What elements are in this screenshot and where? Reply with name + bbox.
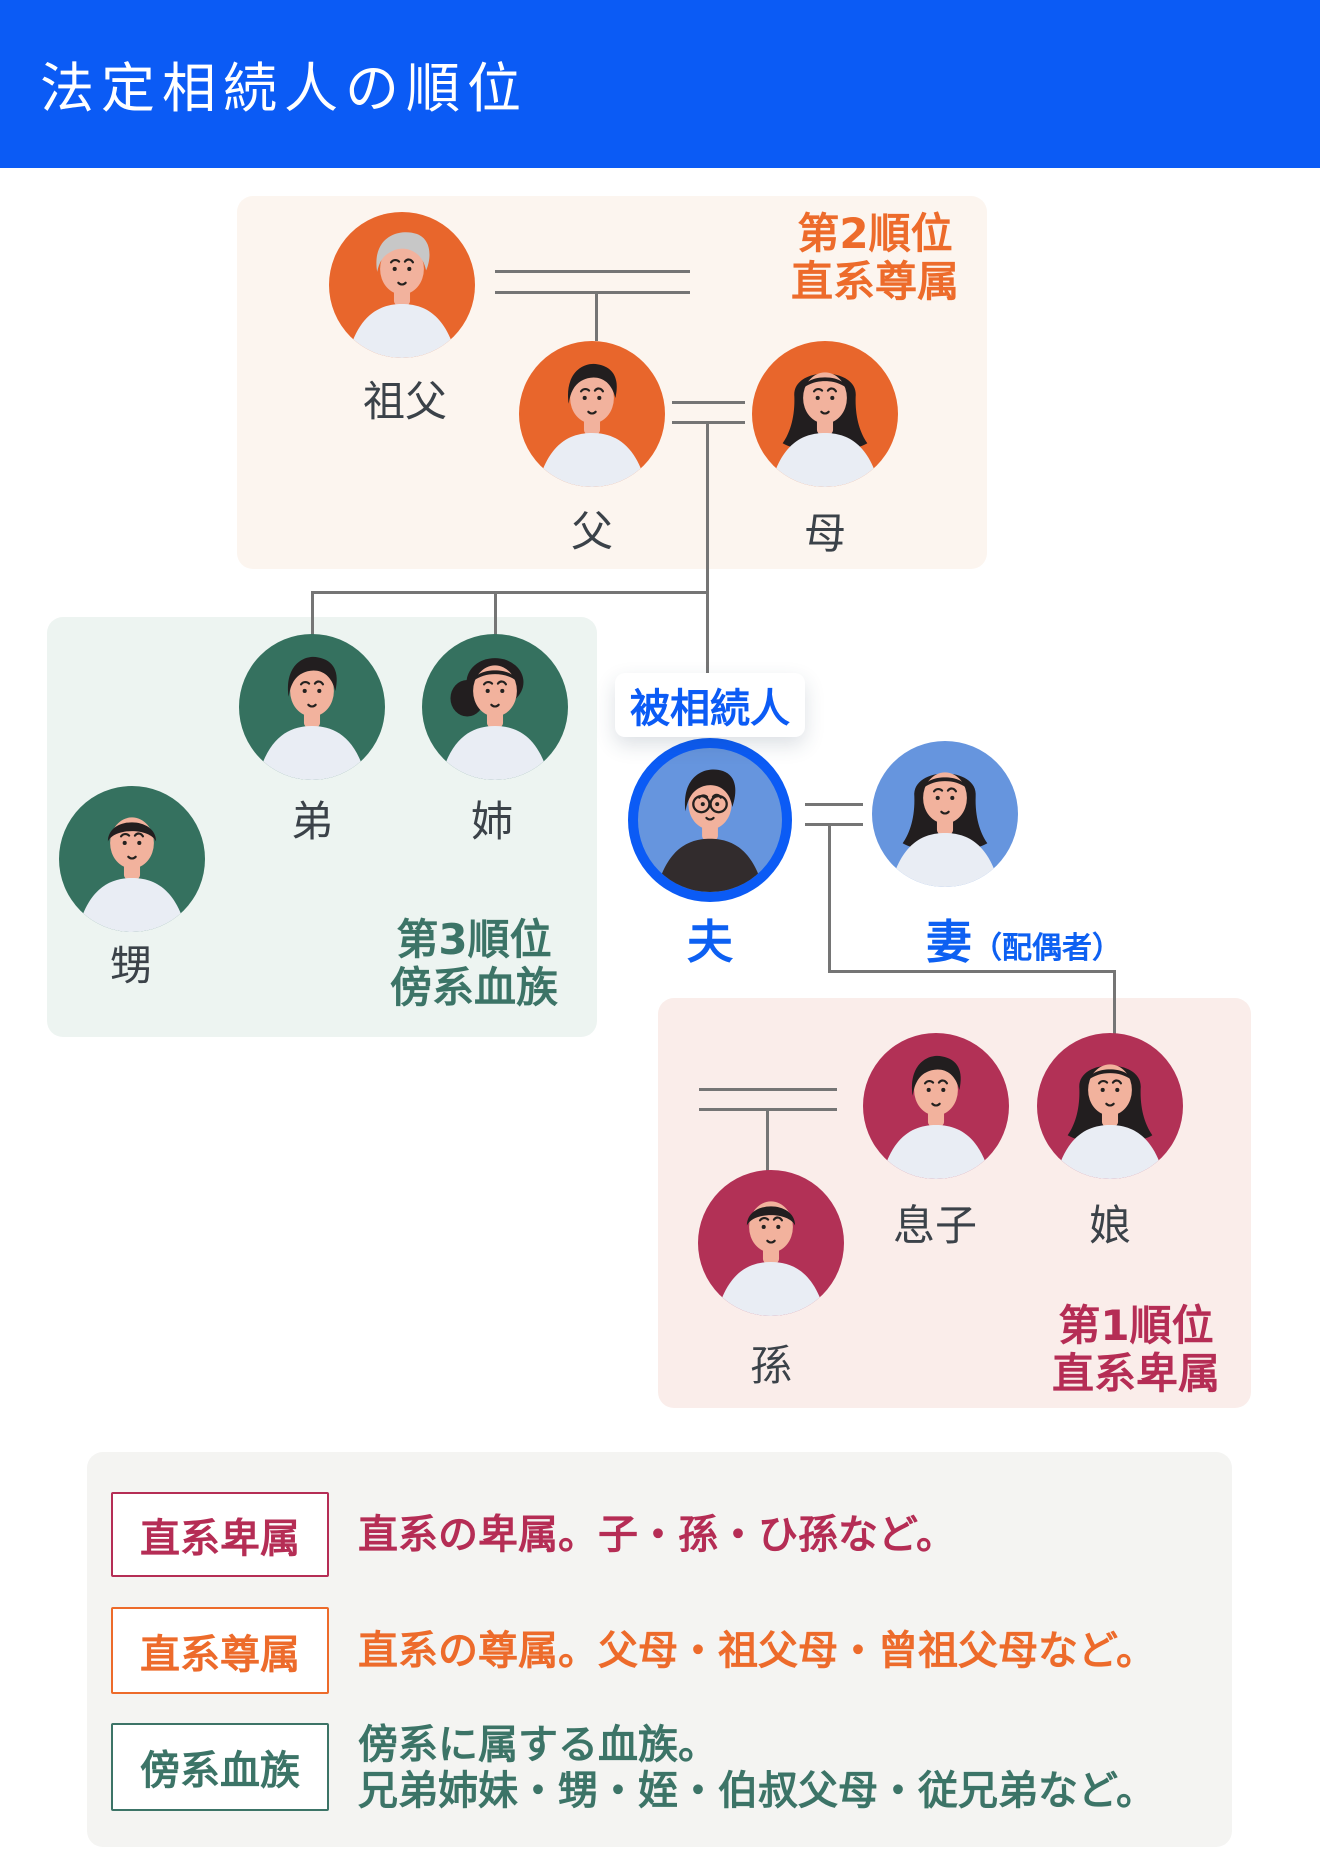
brother-label: 弟 — [290, 797, 333, 846]
husband-wife-marriage-line-top — [805, 803, 863, 806]
rank-2-caption: 第2順位 直系尊属 — [785, 210, 965, 306]
branch-to-sister-line — [494, 591, 497, 635]
nephew-avatar — [59, 786, 205, 932]
husband-wife-marriage-line-bottom — [805, 823, 863, 826]
header-bar: 法定相続人の順位 — [0, 0, 1320, 168]
couple-to-children-line — [828, 970, 1116, 973]
nephew-label: 甥 — [109, 941, 152, 990]
grandfather-avatar — [329, 212, 475, 358]
mother-label: 母 — [803, 509, 846, 558]
son-marriage-line-top — [699, 1088, 837, 1091]
grandchild-label: 孫 — [749, 1341, 792, 1390]
grandfather-label: 祖父 — [362, 377, 447, 426]
husband-avatar-highlighted — [628, 738, 792, 902]
page-title: 法定相続人の順位 — [40, 57, 528, 120]
legend-term-collateral: 傍系血族 — [111, 1723, 329, 1811]
rank-3-line1: 第3順位 — [396, 915, 552, 964]
husband-label: 夫 — [687, 915, 733, 969]
wife-label-main: 妻 — [926, 915, 972, 969]
legend-desc-collateral-line2: 兄弟姉妹・甥・姪・伯叔父母・従兄弟など。 — [358, 1768, 1156, 1814]
mother-avatar — [752, 341, 898, 487]
legend-desc-collateral-line1: 傍系に属する血族。 — [358, 1722, 718, 1768]
siblings-branch-line — [311, 591, 709, 594]
decedent-tag: 被相続人 — [615, 673, 805, 737]
daughter-label: 娘 — [1088, 1201, 1131, 1250]
grandfather-to-father-line — [595, 291, 598, 341]
father-mother-marriage-line-top — [672, 401, 745, 404]
legend-desc-collateral: 傍系に属する血族。 兄弟姉妹・甥・姪・伯叔父母・従兄弟など。 — [358, 1722, 1156, 1814]
father-label: 父 — [570, 507, 613, 556]
children-drop-line — [1113, 970, 1116, 1035]
wife-avatar — [872, 741, 1018, 887]
rank-1-line2: 直系卑属 — [1051, 1348, 1220, 1398]
legend-term-ascendants: 直系尊属 — [111, 1607, 329, 1694]
grandchild-avatar — [698, 1170, 844, 1316]
rank-3-line2: 傍系血族 — [389, 962, 558, 1012]
daughter-avatar — [1037, 1033, 1183, 1179]
rank-1-line1: 第1順位 — [1058, 1301, 1214, 1350]
rank-2-line1: 第2順位 — [797, 209, 953, 258]
couple-down-line — [828, 823, 831, 973]
rank-2-line2: 直系尊属 — [790, 256, 959, 306]
grandfather-marriage-line-top — [495, 270, 690, 273]
branch-to-brother-line — [311, 591, 314, 635]
legend-desc-ascendants: 直系の尊属。父母・祖父母・曾祖父母など。 — [358, 1628, 1156, 1674]
wife-label-suffix: （配偶者） — [972, 931, 1122, 966]
parents-to-decedent-line — [706, 421, 709, 673]
wife-label: 妻（配偶者） — [854, 906, 1194, 972]
sister-avatar — [422, 634, 568, 780]
legend-desc-descendants: 直系の卑属。子・孫・ひ孫など。 — [358, 1512, 956, 1558]
rank-3-caption: 第3順位 傍系血族 — [384, 916, 564, 1012]
legend-term-descendants: 直系卑属 — [111, 1492, 329, 1577]
grandfather-marriage-line-bottom — [495, 291, 690, 294]
son-to-grandchild-line — [766, 1108, 769, 1172]
brother-avatar — [239, 634, 385, 780]
son-avatar — [863, 1033, 1009, 1179]
sister-label: 姉 — [470, 797, 513, 846]
father-avatar — [519, 341, 665, 487]
rank-1-caption: 第1順位 直系卑属 — [1046, 1302, 1226, 1398]
son-label: 息子 — [892, 1201, 977, 1250]
